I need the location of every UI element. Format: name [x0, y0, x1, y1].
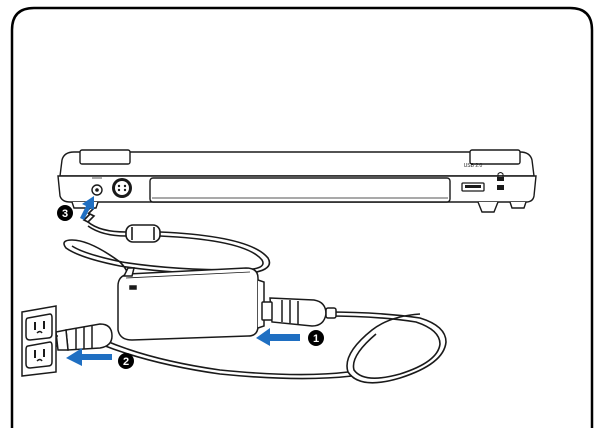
power-adapter [117, 267, 265, 341]
wall-outlet [21, 305, 57, 377]
step-number-1: 1 [313, 333, 319, 345]
usb-port: USB 2.0 [461, 163, 485, 192]
arrow-step-1 [256, 328, 300, 346]
step-marker-2: 2 [118, 353, 134, 369]
step-marker-1: 1 [308, 330, 324, 346]
s-video-port [112, 178, 132, 198]
arrow-step-3 [80, 196, 94, 220]
dc-cable [63, 205, 271, 275]
kensington-lock-slot [497, 172, 504, 190]
laptop-rear [57, 149, 537, 213]
ac-connector [261, 297, 337, 327]
step-number-3: 3 [62, 208, 68, 220]
wall-plug [50, 323, 113, 351]
step-number-2: 2 [123, 356, 129, 368]
usb-port-label: USB 2.0 [464, 163, 483, 169]
step-marker-3: 3 [57, 205, 73, 221]
ac-cable [99, 311, 447, 384]
dc-in-port [91, 175, 103, 196]
arrow-step-2 [66, 348, 112, 366]
diagram-frame [10, 6, 594, 428]
